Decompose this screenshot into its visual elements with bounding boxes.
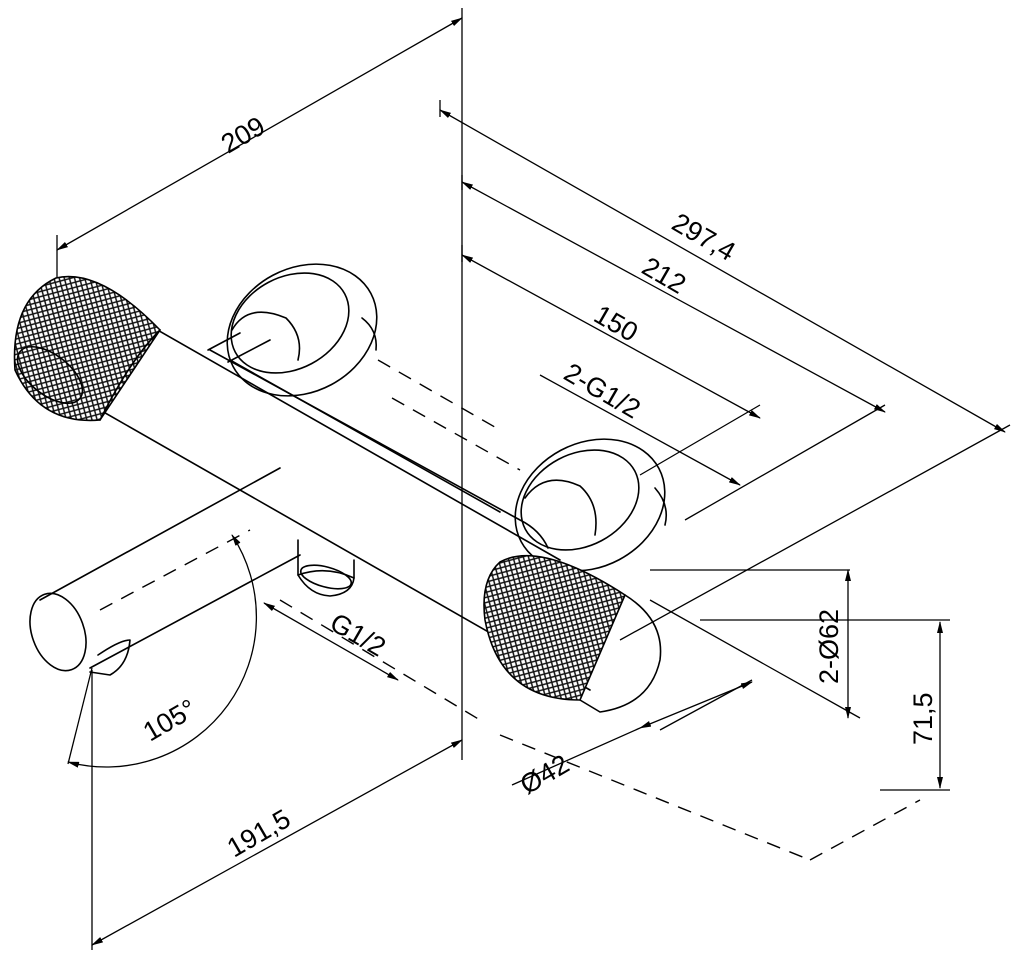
left-knurled-handle [13,275,162,422]
dim-209-label: 209 [216,111,270,160]
dim-phi42-leader [511,727,641,786]
dim-105-arc [67,534,258,768]
dim-g12-inlet-line [539,374,741,486]
dim-150-line [461,254,761,419]
dim-phi62-label: 2-Ø62 [814,609,844,684]
dim-inlet-thread-label: 2-G1/2 [559,357,645,424]
dim-209-line [56,17,463,251]
dim-191-line [91,739,463,946]
dimension-lines [56,17,1006,946]
dim-angle-label: 105° [138,693,201,747]
dim-outlet-thread-label: G1/2 [325,607,391,662]
dim-phi42-line [639,681,753,729]
dim-phi42-label: Ø42 [515,749,574,801]
dim-150-label: 150 [589,299,643,348]
dim-g12-outlet-line [263,602,399,681]
dim-height-label: 71,5 [908,692,938,745]
dim-212-label: 212 [637,251,691,300]
right-knurled-handle [483,555,662,713]
outlet-nipple [297,539,355,597]
rear-wall-flange [226,263,378,397]
front-wall-flange [514,438,668,572]
dim-191-label: 191,5 [222,803,296,863]
dim-297-line [439,109,1006,433]
dim-297-label: 297,4 [667,207,741,267]
